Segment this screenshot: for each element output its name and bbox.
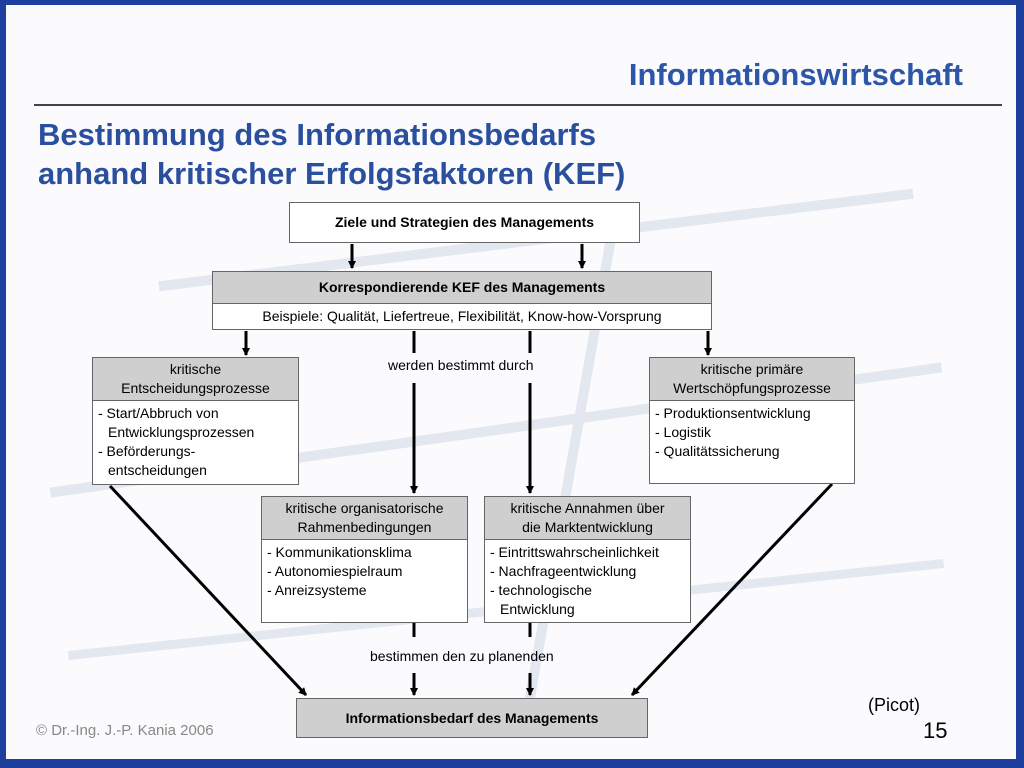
arrow-value-chain-to-result bbox=[630, 482, 834, 697]
list-item: - Beförderungs- bbox=[98, 443, 196, 459]
footer-source: (Picot) bbox=[868, 695, 921, 715]
decision-list-box: - Start/Abbruch von Entwicklungsprozesse… bbox=[92, 400, 299, 485]
label-determined-by: werden bestimmt durch bbox=[388, 357, 534, 373]
organizational-title-box: kritische organisatorische Rahmenbedingu… bbox=[261, 496, 468, 540]
result-box: Informationsbedarf des Managements bbox=[296, 698, 648, 738]
decision-title-line-1: kritische bbox=[169, 361, 222, 377]
label-planning: bestimmen den zu planenden bbox=[370, 648, 554, 664]
value-chain-title-line-1: kritische primäre bbox=[700, 361, 804, 377]
value-chain-title-line-2: Wertschöpfungsprozesse bbox=[673, 380, 831, 396]
market-title-box: kritische Annahmen über die Marktentwick… bbox=[484, 496, 691, 540]
goals-box: Ziele und Strategien des Managements bbox=[289, 202, 640, 243]
decision-title-box: kritische Entscheidungsprozesse bbox=[92, 357, 299, 401]
kef-examples-box: Beispiele: Qualität, Liefertreue, Flexib… bbox=[212, 303, 712, 330]
decision-title-line-2: Entscheidungsprozesse bbox=[121, 380, 270, 396]
list-item: - Autonomiespielraum bbox=[267, 563, 403, 579]
list-item: Entwicklung bbox=[500, 601, 575, 617]
list-item: - Kommunikationsklima bbox=[267, 544, 412, 560]
organizational-list-box: - Kommunikationsklima - Autonomiespielra… bbox=[261, 539, 468, 623]
organizational-title-line-1: kritische organisatorische bbox=[285, 500, 444, 516]
diagram-arrows bbox=[108, 244, 834, 697]
list-item: - Produktionsentwicklung bbox=[655, 405, 811, 421]
footer-copyright: © Dr.-Ing. J.-P. Kania 2006 bbox=[36, 722, 214, 739]
list-item: - Start/Abbruch von bbox=[98, 405, 219, 421]
value-chain-title-box: kritische primäre Wertschöpfungsprozesse bbox=[649, 357, 855, 401]
kef-title-box: Korrespondierende KEF des Managements bbox=[212, 271, 712, 304]
market-list-box: - Eintrittswahrscheinlichkeit - Nachfrag… bbox=[484, 539, 691, 623]
arrow-decision-to-result bbox=[108, 484, 308, 697]
value-chain-list-box: - Produktionsentwicklung - Logistik - Qu… bbox=[649, 400, 855, 484]
list-item: - Logistik bbox=[655, 424, 712, 440]
list-item: Entwicklungsprozessen bbox=[108, 424, 255, 440]
list-item: - technologische bbox=[490, 582, 592, 598]
list-item: - Eintrittswahrscheinlichkeit bbox=[490, 544, 659, 560]
market-title-line-2: die Marktentwicklung bbox=[522, 519, 653, 535]
slide: Informationswirtschaft Bestimmung des In… bbox=[6, 5, 1016, 759]
market-title-line-1: kritische Annahmen über bbox=[510, 500, 665, 516]
header-title: Informationswirtschaft bbox=[628, 57, 963, 92]
slide-title-line-1: Bestimmung des Informationsbedarfs bbox=[38, 117, 597, 152]
list-item: - Anreizsysteme bbox=[267, 582, 367, 598]
list-item: entscheidungen bbox=[108, 462, 207, 478]
header-divider bbox=[34, 104, 1002, 106]
slide-title-line-2: anhand kritischer Erfolgsfaktoren (KEF) bbox=[38, 156, 626, 191]
list-item: - Qualitätssicherung bbox=[655, 443, 780, 459]
organizational-title-line-2: Rahmenbedingungen bbox=[297, 519, 432, 535]
page-number: 15 bbox=[923, 718, 948, 743]
list-item: - Nachfrageentwicklung bbox=[490, 563, 637, 579]
